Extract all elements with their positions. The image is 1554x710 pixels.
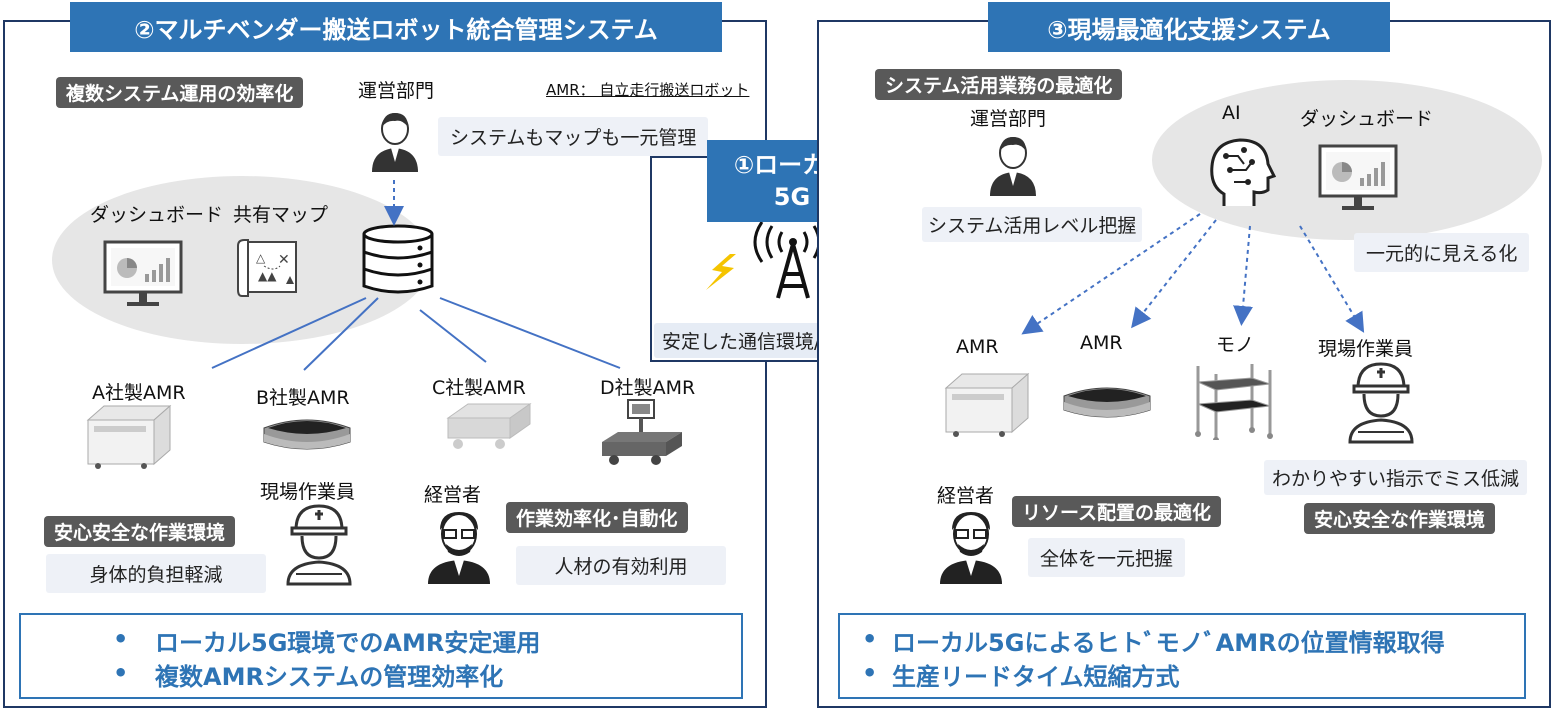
left-panel-title: ②マルチベンダー搬送ロボット統合管理システム — [70, 2, 722, 52]
amr-a-label: A社製AMR — [92, 382, 186, 404]
cart-robot-icon — [446, 403, 532, 449]
shared-map-label: 共有マップ — [233, 204, 329, 226]
person-icon — [990, 137, 1036, 196]
right-summary-line-1: ローカル5GによるヒトﾞモノﾞAMRの位置情報取得 — [892, 629, 1445, 657]
left-dashboard-label: ダッシュボード — [90, 204, 224, 226]
svg-text:✕: ✕ — [278, 252, 290, 268]
bubble-visible: 一元的に見える化 — [1354, 233, 1530, 272]
summary-bullet: • — [862, 625, 878, 653]
left-manager-label: 経営者 — [424, 484, 482, 506]
bubble-burden: 身体的負担軽減 — [46, 554, 266, 593]
worker-helmet-icon — [1348, 362, 1414, 444]
summary-bullet: • — [862, 659, 878, 687]
worker-helmet-icon — [286, 504, 352, 586]
shelf-icon — [1195, 364, 1273, 440]
manager-icon — [428, 512, 490, 584]
amr-robot-icon — [86, 404, 172, 469]
right-summary-line-2: 生産リードタイム短縮方式 — [892, 663, 1180, 691]
bubble-level: システム活用レベル把握 — [922, 207, 1143, 242]
goods-label: モノ — [1216, 334, 1255, 356]
tag-resource: リソース配置の最適化 — [1012, 496, 1222, 527]
ai-label: AI — [1222, 102, 1241, 124]
amr-robot-icon — [602, 399, 682, 465]
right-manager-label: 経営者 — [937, 485, 995, 507]
bubble-overview: 全体を一元把握 — [1028, 538, 1186, 577]
svg-text:▲▲: ▲▲ — [258, 269, 277, 283]
summary-bullet: • — [113, 625, 129, 653]
tag-safety-right: 安心安全な作業環境 — [1304, 503, 1496, 534]
center-title-line-2: 5G — [773, 183, 811, 211]
right-worker-label: 現場作業員 — [1318, 338, 1414, 360]
amr-note: AMR： 自立走行搬送ロボット — [546, 81, 750, 99]
tag-optimization: システム活用業務の最適化 — [875, 69, 1123, 100]
amr-c-label: C社製AMR — [432, 377, 526, 399]
map-icon: △ ✕ ▲▲ — [237, 239, 297, 297]
left-summary-box: • ローカル5G環境でのAMR安定運用 • 複数AMRシステムの管理効率化 — [19, 613, 743, 699]
right-amr-1-label: AMR — [956, 336, 999, 358]
right-ops-dept-label: 運営部門 — [970, 108, 1047, 130]
left-summary-line-1: ローカル5G環境でのAMR安定運用 — [155, 629, 541, 657]
right-amr-2-label: AMR — [1080, 332, 1123, 354]
lightning-icon — [706, 254, 736, 290]
right-dashboard-label: ダッシュボード — [1300, 108, 1434, 130]
left-summary-line-2: 複数AMRシステムの管理効率化 — [155, 663, 504, 691]
person-icon — [372, 113, 418, 172]
tag-safety-left: 安心安全な作業環境 — [44, 516, 236, 547]
left-worker-label: 現場作業員 — [260, 481, 356, 503]
amr-robot-icon — [944, 372, 1030, 437]
dashboard-monitor-icon — [103, 240, 183, 306]
summary-bullet: • — [113, 659, 129, 687]
bubble-instruction: わかりやすい指示でミス低減 — [1264, 460, 1528, 495]
cart-robot-icon — [263, 419, 351, 450]
bubble-unified: システムもマップも一元管理 — [438, 117, 709, 156]
tag-automation: 作業効率化･自動化 — [506, 502, 688, 533]
tag-efficiency: 複数システム運用の効率化 — [56, 77, 304, 108]
left-ops-dept-label: 運営部門 — [358, 80, 435, 102]
cart-robot-icon — [1063, 387, 1151, 418]
manager-icon — [940, 512, 1002, 584]
svg-text:△: △ — [256, 251, 266, 265]
dashboard-monitor-icon — [1318, 144, 1398, 210]
ai-head-icon — [1210, 138, 1276, 206]
amr-d-label: D社製AMR — [600, 377, 696, 399]
right-panel-title: ③現場最適化支援システム — [988, 2, 1390, 52]
database-icon — [362, 224, 434, 294]
right-summary-box: • ローカル5GによるヒトﾞモノﾞAMRの位置情報取得 • 生産リードタイム短縮… — [838, 613, 1526, 699]
bubble-talent: 人材の有効利用 — [516, 546, 726, 585]
amr-b-label: B社製AMR — [256, 387, 350, 409]
